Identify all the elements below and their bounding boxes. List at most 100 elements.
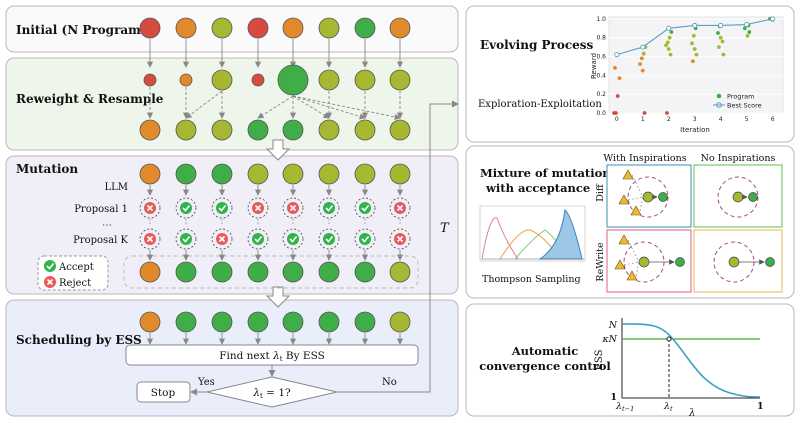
label-proposal-1: Proposal 1 — [74, 204, 128, 215]
chart-ytick-2: 0.2 — [596, 91, 606, 98]
row-rewrite: ReWrite — [595, 242, 606, 282]
proposalK-ring-6 — [318, 228, 340, 250]
program-point-18 — [669, 30, 674, 34]
proposal1-cross-4 — [254, 204, 262, 212]
convergence-panel — [465, 303, 795, 417]
chart-xtick-4: 3 — [693, 116, 697, 123]
scheduled-program-2 — [175, 311, 197, 333]
decision-diamond — [206, 376, 338, 408]
ess-y-kn: κN — [601, 334, 617, 345]
rewrite-insp-inspiration-link-1 — [627, 239, 640, 263]
program-point-21 — [692, 47, 697, 51]
reject-legend-x — [46, 278, 54, 286]
diff-insp-inspiration-link-1 — [631, 174, 644, 198]
thompson-chart — [479, 205, 586, 262]
initial-program-4 — [247, 17, 269, 39]
loop-label: T — [440, 221, 450, 236]
rewrite-noinsp-child-node — [765, 257, 775, 267]
proposalK-check-7 — [361, 236, 370, 243]
program-point-29 — [716, 31, 720, 35]
program-point-7 — [640, 68, 645, 73]
proposalK-cross-1 — [146, 235, 154, 243]
initial-program-7 — [354, 17, 376, 39]
resampled-program-6 — [318, 119, 340, 141]
program-point-15 — [664, 43, 668, 48]
proposalK-accept-icon-4 — [252, 233, 264, 245]
best-score-point-7 — [770, 16, 776, 22]
resampled-program-7 — [354, 119, 376, 141]
rewrite-insp-inspiration-link-2 — [623, 261, 640, 266]
ess-y-1: 1 — [610, 392, 617, 403]
proposalK-ring-3 — [211, 228, 233, 250]
chart-xtick-2: 1 — [641, 116, 645, 123]
proposalK-accept-icon-2 — [180, 233, 192, 245]
proposal1-accept-icon-3 — [216, 202, 228, 214]
program-point-23 — [691, 33, 696, 38]
best-score-point-5 — [718, 22, 724, 29]
chart-xtick-3: 2 — [667, 116, 671, 123]
proposalK-check-6 — [325, 236, 334, 243]
yes-label: Yes — [197, 377, 215, 388]
program-point-22 — [690, 41, 694, 46]
convergence-title-1: Automatic — [511, 344, 579, 358]
program-point-25 — [721, 52, 726, 57]
resample-arrow-7 — [292, 95, 330, 119]
program-point-12 — [665, 111, 669, 115]
initial-program-5 — [282, 17, 304, 39]
diff-insp-inspiration-link-2 — [627, 196, 644, 201]
rewrite-noinsp-parent-node — [728, 256, 740, 268]
diff-insp-parent-node — [642, 191, 654, 203]
mutation-parent-8 — [389, 163, 411, 185]
scheduled-program-5 — [282, 311, 304, 333]
initial-program-3 — [211, 17, 233, 39]
rewrite-insp-parent-node — [638, 256, 650, 268]
best-score-point-3 — [666, 25, 672, 31]
ess-ylabel: ESS — [594, 349, 605, 370]
resample-arrow-5 — [257, 95, 294, 119]
proposal1-cross-5 — [289, 204, 297, 212]
scheduled-program-3 — [211, 311, 233, 333]
program-point-32 — [747, 30, 752, 34]
stop-label: Stop — [151, 387, 176, 399]
ess-x-prev: λt−1 — [615, 401, 634, 413]
weighted-program-1 — [143, 73, 157, 87]
accept-legend-label: Accept — [58, 262, 94, 273]
evolving-title: Evolving Process — [480, 38, 594, 52]
program-point-6 — [642, 111, 647, 115]
program-point-33 — [742, 26, 747, 31]
initial-title: Initial (N Programs) — [16, 23, 153, 37]
reject-legend-label: Reject — [59, 278, 91, 289]
program-rows — [139, 17, 411, 345]
chart-ytick-3: 0.4 — [596, 72, 606, 79]
program-point-16 — [665, 40, 670, 45]
rewrite-insp-child-node — [675, 257, 685, 267]
scheduled-program-7 — [354, 311, 376, 333]
diff-insp-inspiration-3 — [630, 205, 642, 216]
best-score-point-2 — [640, 44, 646, 50]
evolving-subtitle: Exploration-Exploitation — [478, 99, 602, 110]
proposalK-check-2 — [182, 236, 191, 243]
mixture-title-1: Mixture of mutation — [480, 166, 611, 180]
program-point-26 — [716, 45, 721, 50]
resampled-program-1 — [139, 119, 161, 141]
scheduled-program-8 — [389, 311, 411, 333]
mixture-title-2: with acceptance — [485, 181, 590, 195]
row-diff: Diff — [595, 183, 606, 202]
mutation-parent-5 — [282, 163, 304, 185]
program-point-13 — [668, 52, 673, 57]
decision-label: λt = 1? — [252, 387, 291, 400]
accepted-program-2 — [175, 261, 197, 283]
label-proposal-k: Proposal K — [73, 235, 128, 246]
proposal1-ring-3 — [211, 197, 233, 219]
chart-plot-area — [608, 16, 784, 114]
program-point-9 — [639, 56, 644, 61]
program-point-10 — [641, 51, 646, 56]
weighted-program-3 — [211, 69, 233, 91]
no-label: No — [382, 377, 397, 388]
label-ellipsis: ⋯ — [102, 220, 112, 231]
mutation-parent-7 — [354, 163, 376, 185]
program-point-17 — [667, 35, 672, 40]
mutation-parent-3 — [211, 163, 233, 185]
diff-noinsp-child-node — [748, 192, 758, 202]
